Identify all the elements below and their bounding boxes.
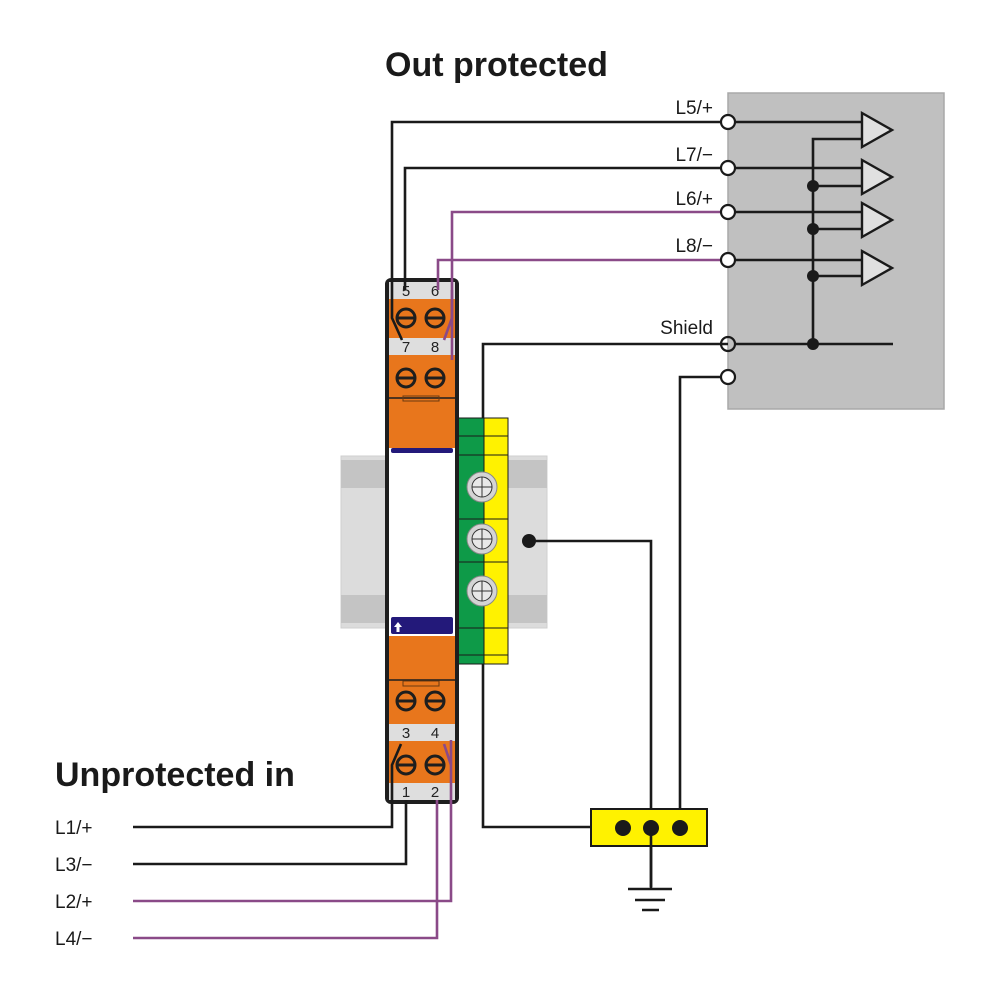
terminal-screw-icon — [424, 754, 446, 776]
terminal-number: 7 — [402, 339, 410, 356]
terminal-l6 — [719, 203, 737, 221]
screw-icon — [466, 471, 498, 503]
terminal-number: 5 — [402, 283, 410, 300]
earth-terminal-block — [457, 417, 509, 665]
wire-shield — [481, 342, 728, 418]
terminal-screw-icon — [395, 690, 417, 712]
terminal-number: 3 — [402, 725, 410, 742]
wire-l7 — [403, 166, 728, 290]
amplifier-icon — [860, 248, 895, 288]
amplifier-icon — [860, 200, 895, 240]
wire-l8 — [436, 258, 728, 290]
terminal-screw-icon — [424, 690, 446, 712]
surge-protection-module — [385, 278, 459, 804]
terminal-number: 6 — [431, 283, 439, 300]
terminal-shield — [719, 335, 737, 353]
amplifier-icon — [860, 157, 895, 197]
input-label-l1: L1/+ — [55, 818, 93, 839]
terminal-number: 2 — [431, 784, 439, 801]
terminal-screw-icon — [424, 307, 446, 329]
busbar-point — [672, 820, 688, 836]
screw-icon — [466, 523, 498, 555]
internal-wire — [442, 743, 453, 766]
output-label-shield: Shield — [660, 318, 713, 339]
terminal-number: 8 — [431, 339, 439, 356]
terminal-l8 — [719, 251, 737, 269]
wire-l3 — [133, 800, 408, 866]
input-label-l2: L2/+ — [55, 892, 93, 913]
earth-ground-icon — [628, 887, 672, 912]
wire-l2 — [133, 740, 453, 903]
terminal-screw-icon — [395, 754, 417, 776]
terminal-ground — [719, 368, 737, 386]
input-label-l3: L3/− — [55, 855, 93, 876]
terminal-screw-icon — [395, 307, 417, 329]
wire-l1 — [133, 800, 394, 829]
internal-wire — [390, 743, 403, 800]
device-internal-wiring — [736, 120, 893, 350]
terminal-number: 4 — [431, 725, 439, 742]
wire-device-ground — [678, 375, 721, 827]
terminal-l7 — [719, 159, 737, 177]
input-label-l4: L4/− — [55, 929, 93, 950]
terminal-screw-icon — [424, 367, 446, 389]
busbar-point — [615, 820, 631, 836]
screw-icon — [466, 575, 498, 607]
title-out-protected: Out protected — [385, 46, 608, 84]
wire-terminal-ground — [481, 664, 623, 829]
protected-device — [727, 92, 945, 410]
title-unprotected-in: Unprotected in — [55, 756, 295, 794]
terminal-screw-icon — [395, 367, 417, 389]
wire-rail-ground — [529, 539, 653, 887]
output-label-l6: L6/+ — [675, 189, 713, 210]
output-label-l5: L5/+ — [675, 98, 713, 119]
internal-wire — [390, 290, 404, 341]
module-label-plate — [391, 617, 453, 634]
terminal-number: 1 — [402, 784, 410, 801]
internal-wire — [442, 290, 454, 341]
amplifier-icon — [860, 110, 895, 150]
terminal-l5 — [719, 113, 737, 131]
wire-l4 — [133, 800, 439, 940]
rail-connection-point — [522, 534, 536, 548]
output-label-l7: L7/− — [675, 145, 713, 166]
wire-l5 — [390, 120, 728, 290]
output-label-l8: L8/− — [675, 236, 713, 257]
arrow-up-icon — [394, 622, 402, 632]
